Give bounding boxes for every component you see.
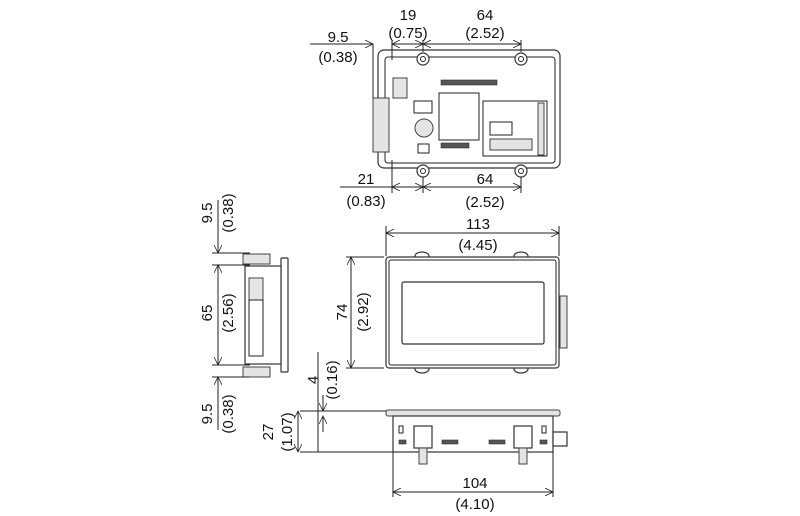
bottom-view: 27 (1.07) 4 (0.16) 104 (4.10): [260, 352, 568, 513]
dim-label-mm: 21: [358, 171, 375, 188]
dim-label-mm: 65: [199, 305, 216, 322]
dim-label-mm: 19: [400, 7, 417, 24]
dim-label-mm: 4: [305, 376, 322, 384]
side-view: 9.5 (0.38) 65 (2.56) 9.5 (0.38): [199, 193, 289, 434]
rear-view: 9.5 (0.38) 19 (0.75) 64 (2.52) 21 (0.83)…: [310, 7, 561, 211]
mounting-screw: [242, 253, 271, 265]
dim-label-in: (0.38): [220, 394, 237, 433]
dim-label-mm: 113: [466, 216, 490, 233]
side-connector: [559, 295, 568, 349]
mounting-tab: [416, 52, 528, 178]
dim-label-in: (0.38): [318, 49, 357, 66]
dim-label-in: (1.07): [279, 412, 296, 451]
dim-label-mm: 104: [462, 475, 487, 492]
mounting-screw: [242, 366, 271, 378]
front-view: 113 (4.45) 74 (2.92): [334, 216, 568, 374]
din-connector: [414, 118, 434, 138]
dim-label-in: (2.52): [465, 194, 504, 211]
vent-slots: [440, 79, 498, 149]
dim-label-in: (0.16): [324, 360, 341, 399]
terminal-block: [372, 97, 390, 153]
dim-label-in: (0.83): [346, 193, 385, 210]
dim-label-in: (0.75): [388, 25, 427, 42]
dim-label-mm: 9.5: [199, 404, 216, 425]
dim-label-mm: 64: [477, 7, 494, 24]
expansion-slot: [482, 100, 548, 157]
dim-label-mm: 27: [260, 424, 277, 441]
dim-label-mm: 9.5: [328, 29, 349, 46]
dim-label-in: (2.92): [355, 292, 372, 331]
dim-label-in: (0.38): [220, 193, 237, 232]
dim-label-in: (2.56): [220, 293, 237, 332]
dim-label-mm: 74: [334, 304, 351, 321]
small-terminal: [392, 77, 408, 99]
usb-port: [413, 100, 433, 114]
mounting-clip: [413, 425, 533, 465]
dim-label-in: (4.45): [458, 237, 497, 254]
bezel-edge: [385, 409, 561, 417]
dim-label-mm: 64: [477, 171, 494, 188]
front-bezel: [280, 257, 289, 373]
side-connector: [552, 431, 568, 447]
dim-label-in: (4.10): [455, 496, 494, 513]
dim-label-mm: 9.5: [199, 203, 216, 224]
dim-label-in: (2.52): [465, 25, 504, 42]
lcd-screen: [401, 281, 545, 345]
rear-housing: [377, 49, 561, 169]
